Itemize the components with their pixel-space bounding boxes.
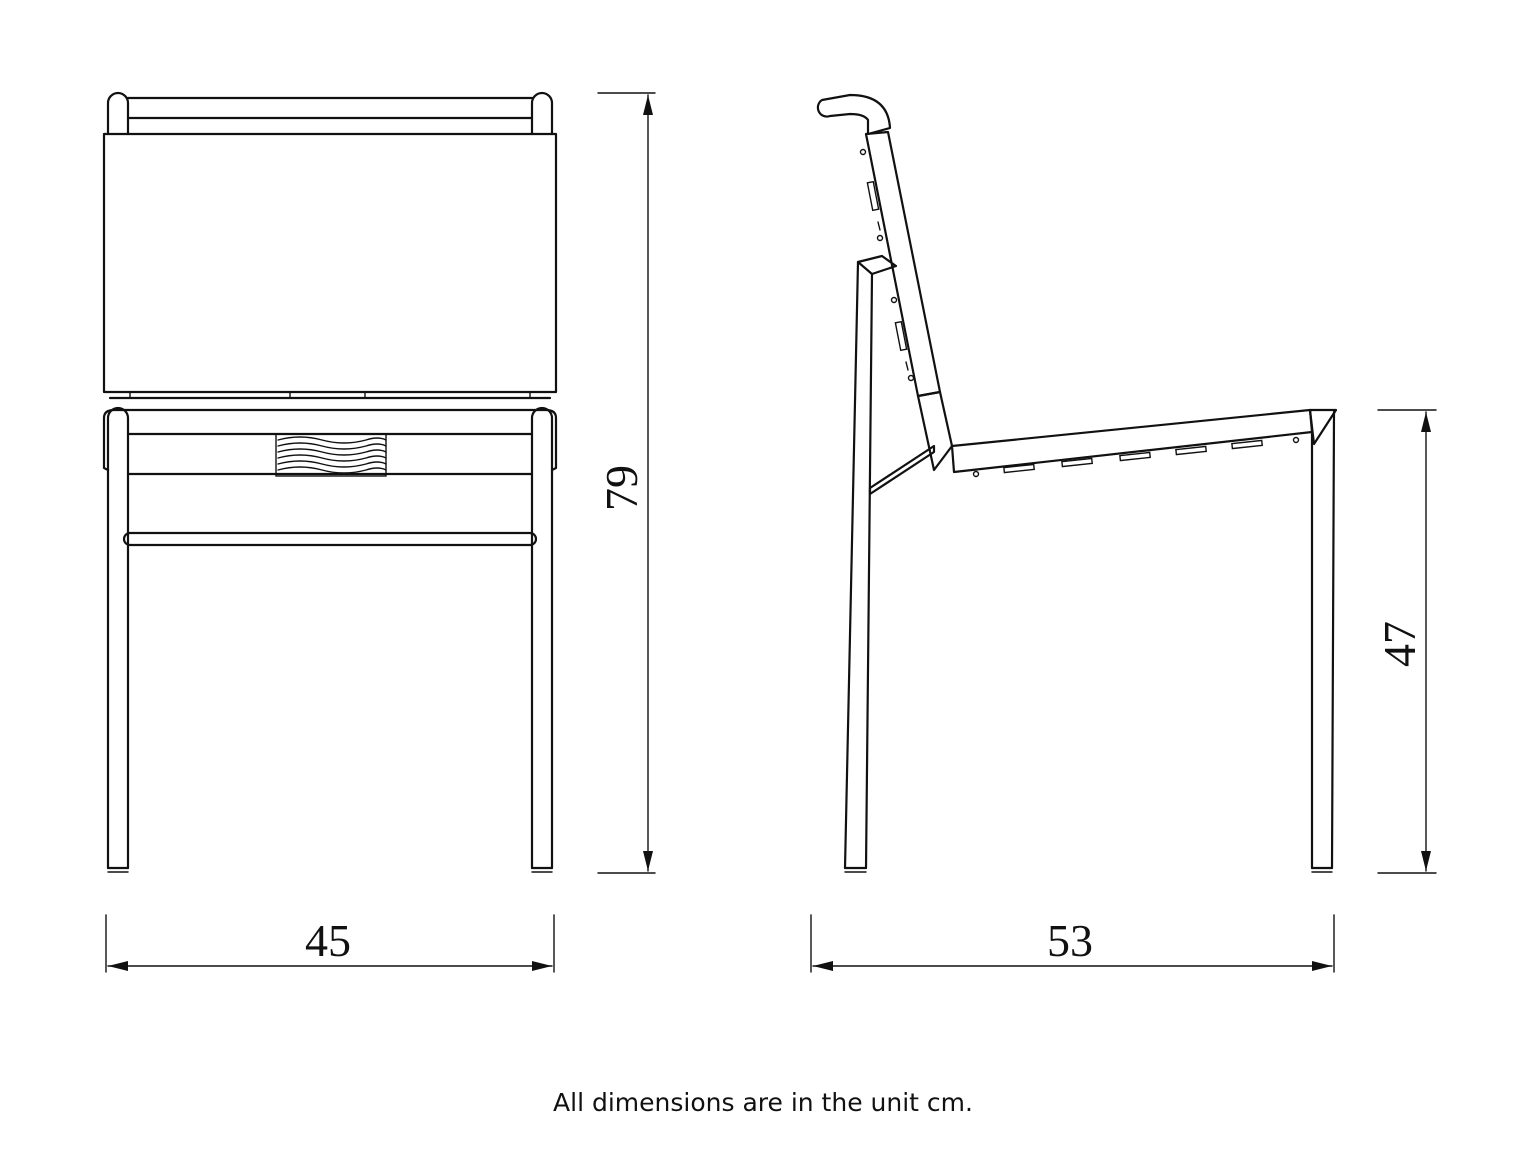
front-view [102, 91, 558, 873]
side-diagonal-strut [868, 444, 936, 496]
front-rope-weave [275, 433, 387, 477]
side-seat [950, 408, 1338, 478]
side-top-handle [816, 93, 892, 136]
front-backrest-panel [102, 132, 558, 394]
front-height-dimension: 79 [596, 92, 656, 874]
side-seat-height-dimension: 47 [1374, 409, 1437, 874]
front-left-leg [106, 406, 130, 873]
front-height-label: 79 [596, 465, 647, 511]
front-width-label: 45 [305, 915, 351, 966]
side-backrest [859, 130, 942, 398]
front-backrest-lower-edge [108, 391, 552, 400]
side-rear-leg [843, 254, 898, 873]
side-view [816, 93, 1338, 873]
side-depth-label: 53 [1047, 915, 1093, 966]
front-top-rail [106, 91, 554, 136]
front-right-leg [530, 406, 554, 873]
units-footnote: All dimensions are in the unit cm. [553, 1088, 973, 1117]
front-stretcher [122, 531, 538, 547]
side-depth-dimension: 53 [810, 914, 1335, 973]
front-width-dimension: 45 [105, 914, 555, 973]
side-front-leg [1310, 410, 1336, 873]
side-seat-height-label: 47 [1374, 621, 1425, 667]
